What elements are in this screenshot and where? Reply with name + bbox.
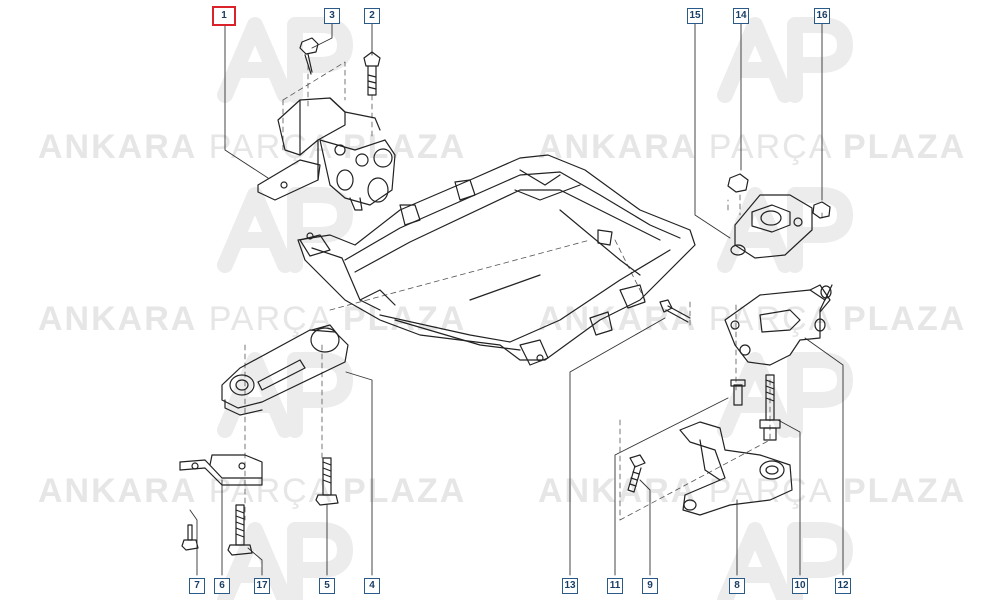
callout-part-13[interactable]: 13 [562, 578, 578, 594]
nut-part-16 [812, 201, 831, 219]
callout-part-16[interactable]: 16 [814, 8, 830, 24]
callout-part-11[interactable]: 11 [607, 578, 623, 594]
ap-logo-watermark [217, 17, 353, 103]
bolt-part-11-upper [730, 379, 746, 406]
callout-part-5[interactable]: 5 [319, 578, 335, 594]
plate-part-6 [179, 454, 263, 486]
callout-part-17[interactable]: 17 [254, 578, 270, 594]
callout-part-15[interactable]: 15 [687, 8, 703, 24]
bolt-part-5 [315, 457, 339, 506]
stud-part-10 [759, 374, 781, 441]
callout-part-6[interactable]: 6 [214, 578, 230, 594]
callout-part-7[interactable]: 7 [189, 578, 205, 594]
torque-rod-part-4 [221, 324, 349, 416]
bolt-part-13 [659, 299, 691, 323]
bolt-part-7 [181, 524, 199, 551]
mount-part-15 [730, 194, 813, 259]
callout-part-12[interactable]: 12 [835, 578, 851, 594]
subframe [297, 154, 696, 366]
callout-part-8[interactable]: 8 [729, 578, 745, 594]
callout-part-14[interactable]: 14 [733, 8, 749, 24]
leader-lines [189, 22, 844, 576]
ap-logo-watermark [717, 17, 853, 103]
callout-part-4[interactable]: 4 [364, 578, 380, 594]
bolt-part-3 [299, 37, 319, 75]
ap-logo-watermark [217, 187, 353, 273]
callout-part-1[interactable]: 1 [212, 6, 236, 26]
callout-part-9[interactable]: 9 [642, 578, 658, 594]
bolt-part-9 [627, 454, 646, 493]
callout-part-10[interactable]: 10 [792, 578, 808, 594]
ap-logo-watermark [717, 522, 853, 600]
callout-part-2[interactable]: 2 [364, 8, 380, 24]
bolt-part-2 [363, 51, 381, 96]
assembly-dashed-lines [244, 61, 823, 521]
bracket-part-12 [724, 284, 833, 366]
lower-bracket-part-8 [679, 421, 793, 516]
engine-mount-part-1 [257, 97, 396, 211]
bolt-part-17 [227, 504, 253, 556]
nut-part-14 [727, 173, 749, 193]
callout-part-3[interactable]: 3 [324, 8, 340, 24]
ap-logo-watermark [217, 522, 353, 600]
